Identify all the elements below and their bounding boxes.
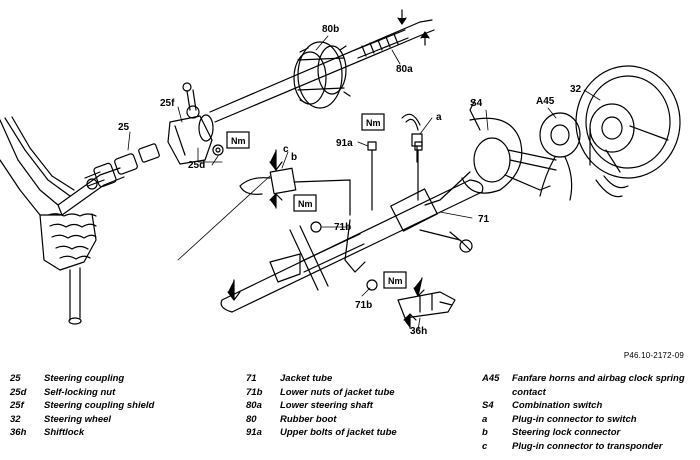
jacket-tube: [220, 179, 484, 313]
callout-b: b: [291, 152, 297, 163]
legend-item: A45 Fanfare horns and airbag clock spring…: [482, 372, 692, 399]
legend-description: Shiftlock: [44, 427, 85, 438]
legend-description: Steering wheel: [44, 413, 112, 425]
exploded-view-diagram: Nm Nm Nm Nm 80b 80a 25 25f 25d 91a a c b…: [0, 9, 681, 337]
legend-description: Plug-in connector to switch: [512, 413, 637, 425]
callout-71b-bottom: 71b: [355, 300, 372, 311]
lower-nuts-jacket-tube: [310, 221, 378, 291]
legend-item: 25d Self-locking nut: [10, 386, 230, 400]
legend-item: 25f Steering coupling shield: [10, 399, 230, 413]
self-locking-nut: [182, 82, 224, 156]
legend-description: Lower steering shaft: [280, 400, 373, 411]
rubber-boot: [293, 41, 351, 109]
legend-item: c Plug-in connector to transponder: [482, 440, 692, 454]
legend-description: Plug-in connector to transponder: [512, 440, 663, 452]
callout-91a: 91a: [336, 138, 353, 149]
shiftlock: [397, 291, 456, 319]
legend-item: S4 Combination switch: [482, 399, 692, 413]
torque-label: Nm: [298, 199, 313, 209]
callout-c: c: [283, 144, 289, 155]
arrows: [227, 149, 425, 329]
callout-25: 25: [118, 122, 130, 133]
legend-column-2: 71 Jacket tube 71b Lower nuts of jacket tu…: [246, 372, 466, 440]
torque-label: Nm: [366, 118, 381, 128]
legend-description: Steering coupling shield: [44, 400, 155, 411]
callout-25d: 25d: [188, 160, 205, 171]
legend-code: S4: [482, 400, 494, 411]
legend-item: 71 Jacket tube: [246, 372, 466, 386]
legend-code: 71: [246, 373, 257, 384]
rubber-boot-lower: [47, 213, 97, 325]
torque-boxes: Nm Nm Nm Nm: [226, 113, 407, 289]
callout-32: 32: [570, 84, 582, 95]
steering-coupling-shield: [167, 114, 214, 165]
callout-71b-top: 71b: [334, 222, 351, 233]
steering-gear-housing: [0, 116, 125, 271]
legend-code: 80: [246, 413, 257, 425]
plug-in-connector-switch: [401, 113, 423, 163]
legend-item: 80 Rubber boot: [246, 413, 466, 427]
leader-lines: [127, 35, 601, 331]
arrow-upper-shaft-2: [420, 31, 430, 46]
upper-bolts-jacket-tube: [367, 141, 423, 211]
legend-description: Upper bolts of jacket tube: [280, 427, 397, 438]
legend-description: Combination switch: [512, 400, 603, 411]
legend-description: Fanfare horns and airbag clock spring co…: [512, 373, 685, 398]
callout-a: a: [436, 112, 442, 123]
lower-steering-shaft: [209, 19, 435, 123]
combination-switch: [424, 99, 557, 206]
callout-36h: 36h: [410, 326, 427, 337]
legend-description: Steering coupling: [44, 373, 125, 384]
legend-code: 32: [10, 413, 21, 425]
callout-80a: 80a: [396, 64, 413, 75]
airbag-clock-spring: [539, 112, 581, 201]
legend-description: Rubber boot: [280, 413, 337, 425]
steering-coupling: [84, 143, 160, 190]
legend-code: 25d: [10, 386, 27, 398]
figure-reference: P46.10-2172-09: [623, 351, 684, 360]
legend-code: a: [482, 413, 488, 425]
legend-code: 36h: [10, 427, 27, 438]
callout-A45: A45: [536, 96, 555, 107]
legend-item: 71b Lower nuts of jacket tube: [246, 386, 466, 400]
legend-code: 71b: [246, 386, 263, 398]
legend-item: 36h Shiftlock: [10, 426, 230, 440]
torque-label: Nm: [388, 276, 403, 286]
legend-code: b: [482, 427, 488, 438]
legend-item: 80a Lower steering shaft: [246, 399, 466, 413]
legend-code: 25: [10, 373, 21, 384]
legend-item: 91a Upper bolts of jacket tube: [246, 426, 466, 440]
steering-wheel: [575, 65, 681, 198]
legend-code: A45: [482, 373, 500, 384]
callout-71: 71: [478, 214, 490, 225]
legend-code: 91a: [246, 427, 262, 438]
legend-item: b Steering lock connector: [482, 426, 692, 440]
torque-label: Nm: [231, 136, 246, 146]
legend-description: Jacket tube: [280, 373, 333, 384]
legend-code: 80a: [246, 400, 262, 411]
legend-column-3: A45 Fanfare horns and airbag clock spring…: [482, 372, 692, 453]
legend-description: Lower nuts of jacket tube: [280, 386, 395, 398]
legend-code: 25f: [10, 400, 24, 411]
callout-80b: 80b: [322, 24, 339, 35]
callout-25f: 25f: [160, 98, 175, 109]
legend-description: Steering lock connector: [512, 427, 621, 438]
legend-code: c: [482, 440, 488, 452]
callout-S4: S4: [470, 98, 483, 109]
callout-labels: 80b 80a 25 25f 25d 91a a c b S4 A45 32 7…: [118, 24, 582, 337]
legend-item: 25 Steering coupling: [10, 372, 230, 386]
steering-lock-connector: [239, 167, 351, 216]
legend-item: a Plug-in connector to switch: [482, 413, 692, 427]
arrow-upper-shaft-1: [397, 9, 407, 25]
legend-item: 32 Steering wheel: [10, 413, 230, 427]
legend-description: Self-locking nut: [44, 386, 116, 398]
